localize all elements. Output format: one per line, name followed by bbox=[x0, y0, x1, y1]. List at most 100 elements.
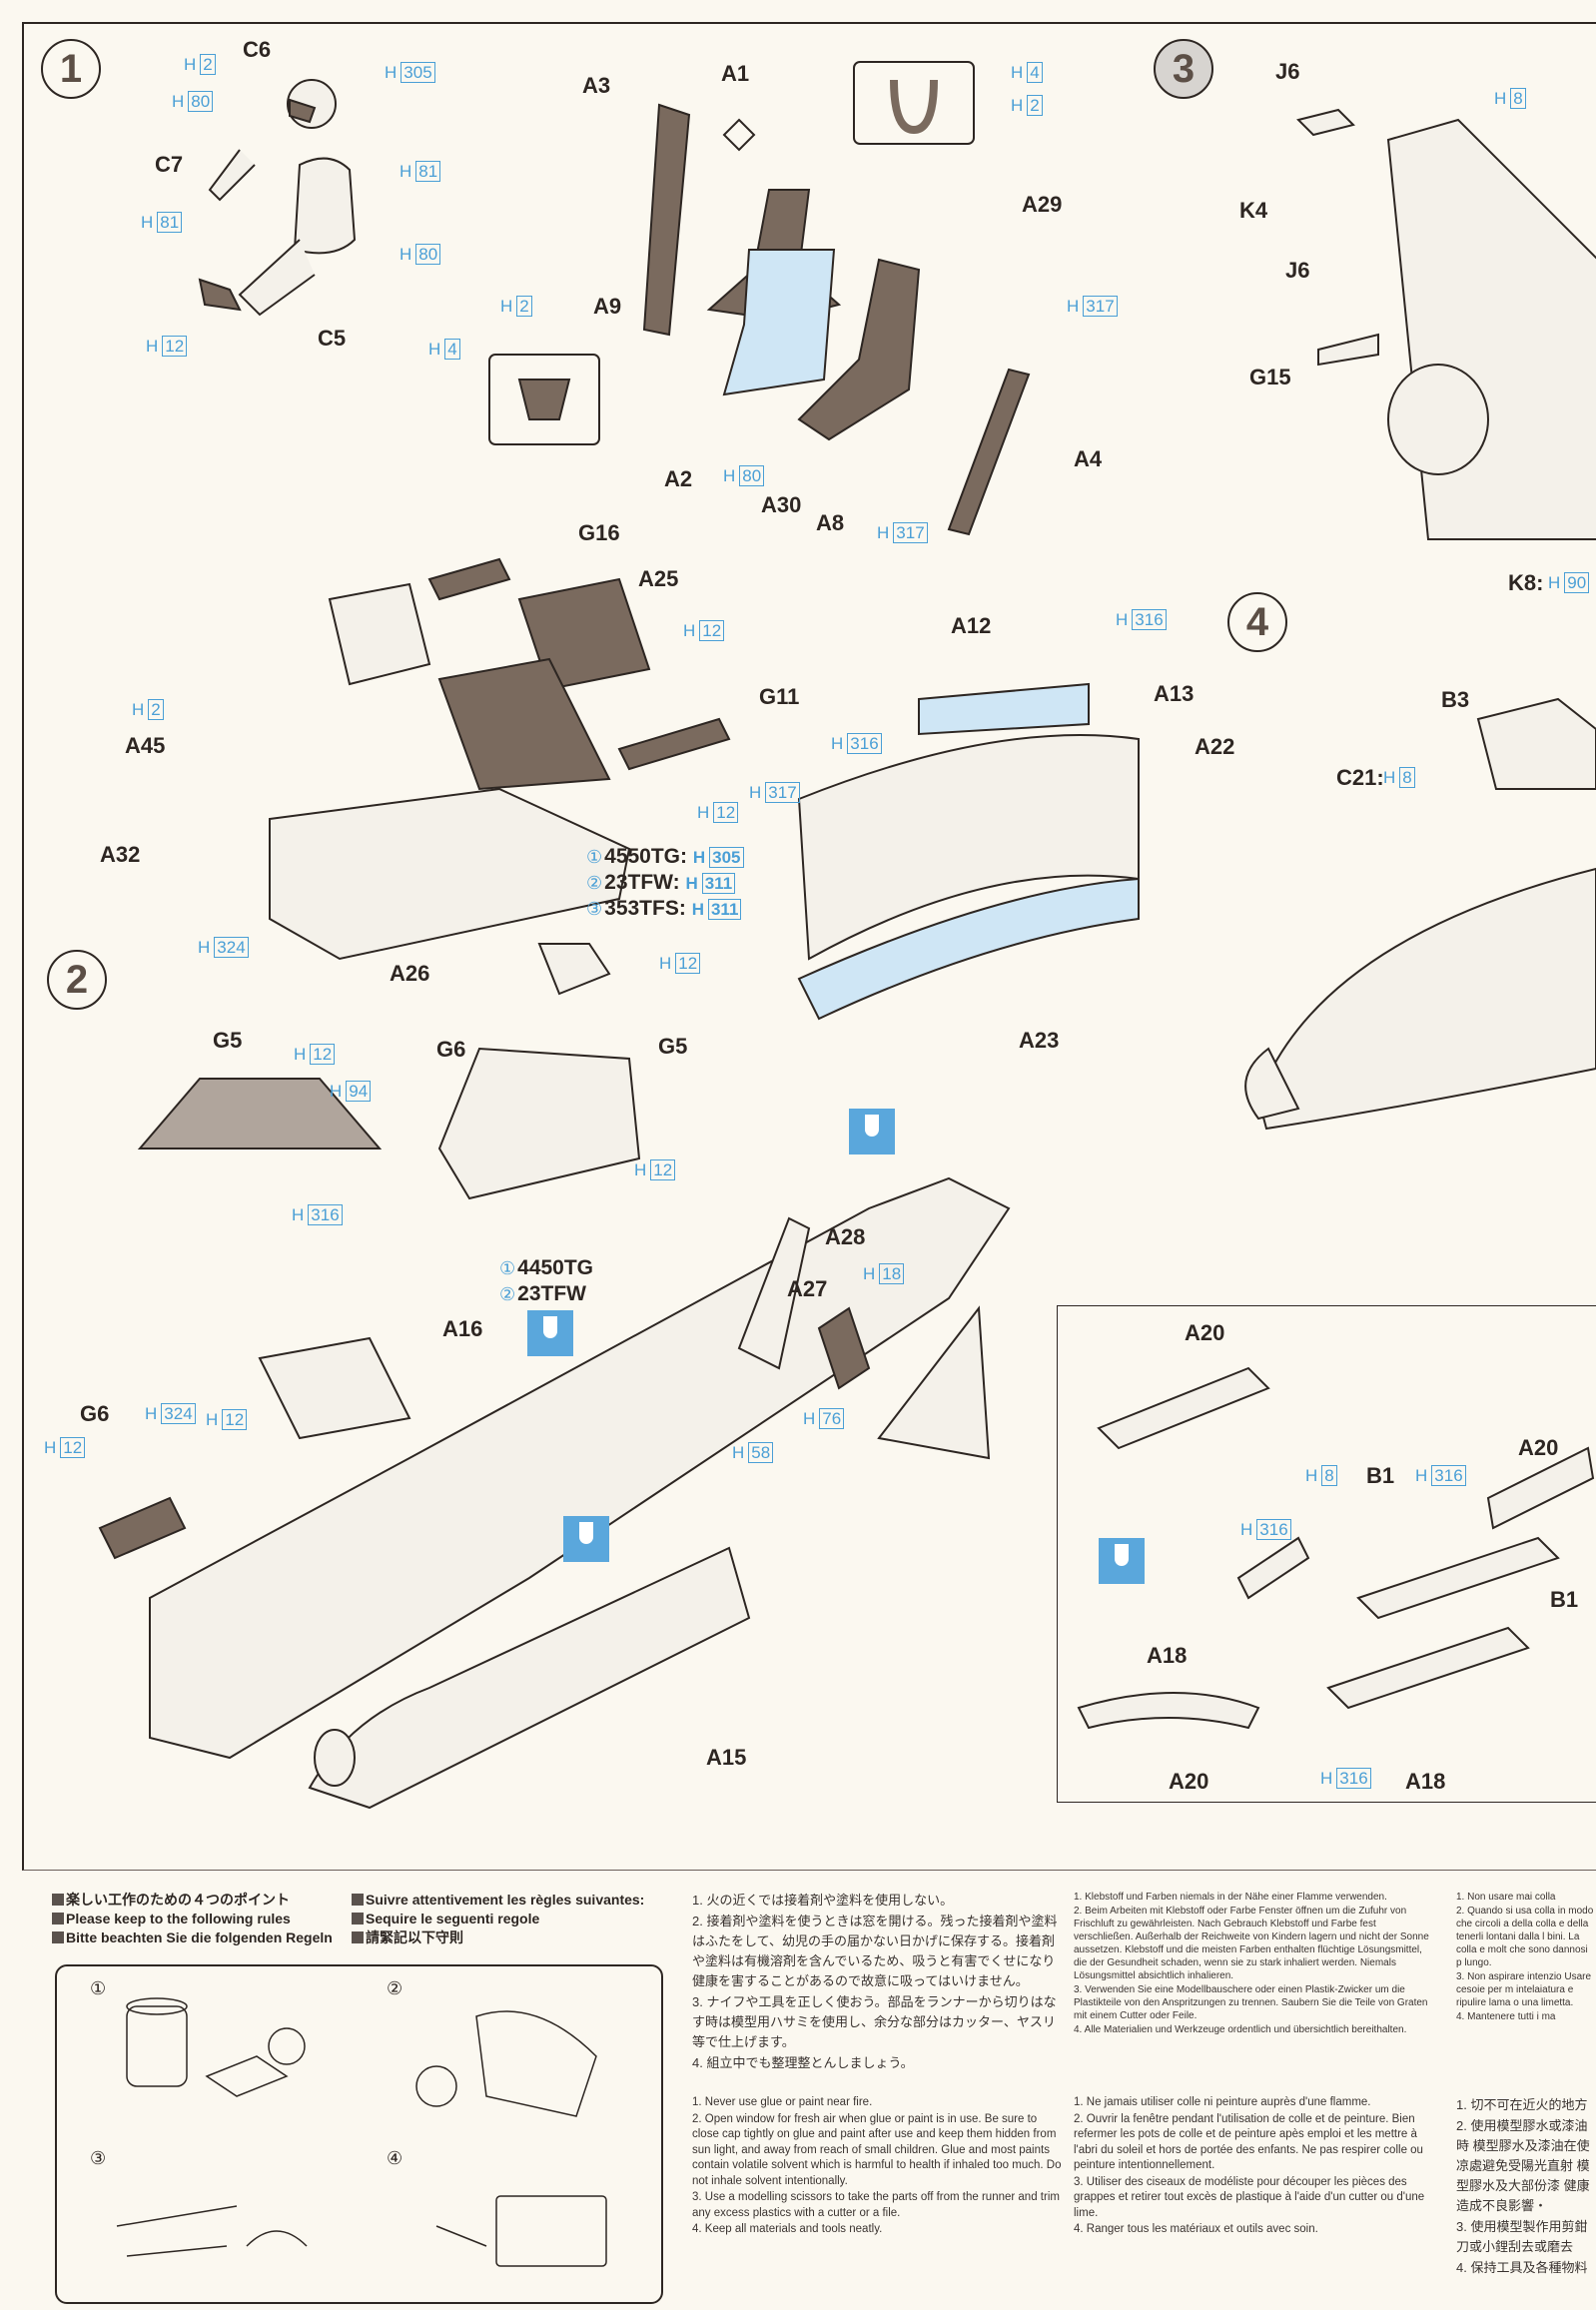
rule-item: 1. Never use glue or paint near fire. bbox=[692, 2096, 873, 2108]
main-fuselage bbox=[98, 1176, 1011, 1810]
part-label: A12 bbox=[951, 613, 992, 638]
heading-chinese: 請緊記以下守則 bbox=[352, 1929, 463, 1945]
part-label: A18 bbox=[1147, 1643, 1188, 1668]
rules-italian: 1. Non usare mai colla 2. Quando si usa … bbox=[1456, 1891, 1596, 2024]
rule-item: 2. Open window for fresh air when glue o… bbox=[692, 2112, 1062, 2187]
rule-item: 1. Klebstoff und Farben niemals in der N… bbox=[1074, 1892, 1387, 1903]
paint-brush-icon bbox=[527, 1310, 573, 1356]
heading-japanese: 楽しい工作のための４つのポイント bbox=[52, 1892, 290, 1908]
heading-italian: Sequire le seguenti regole bbox=[352, 1911, 539, 1926]
part-label: B3 bbox=[1441, 687, 1470, 712]
illustration-number: ③ bbox=[90, 2148, 107, 2168]
part-label: G5 bbox=[213, 1028, 243, 1053]
part-label: G16 bbox=[578, 520, 620, 545]
part-label: K8: bbox=[1508, 570, 1544, 595]
step-3-number: 3 bbox=[1154, 39, 1213, 99]
part-label: A30 bbox=[761, 492, 802, 517]
rule-item: 4. 組立中でも整理整とんしましょう。 bbox=[692, 2055, 914, 2070]
landing-gear-parts bbox=[1077, 1366, 1595, 1730]
rule-item: 3. 使用模型製作用剪鉗 刀或小鋰刮去或磨去 bbox=[1456, 2219, 1588, 2254]
canopy-parts bbox=[797, 682, 1140, 1021]
part-label: A15 bbox=[706, 1745, 747, 1770]
illustration-number: ② bbox=[387, 1978, 403, 1998]
part-label: G6 bbox=[436, 1037, 466, 1062]
part-label: A32 bbox=[100, 842, 141, 867]
landing-gear-detail-box bbox=[1057, 1305, 1596, 1803]
paint-brush-icon bbox=[563, 1516, 609, 1562]
part-label: A13 bbox=[1154, 681, 1195, 706]
rule-item: 1. 切不可在近火的地方 bbox=[1456, 2097, 1588, 2112]
rule-item: 1. Non usare mai colla bbox=[1456, 1892, 1556, 1903]
part-label: A28 bbox=[825, 1224, 866, 1249]
rule-item: 3. Verwenden Sie eine Modellbauschere od… bbox=[1074, 1984, 1428, 2021]
rule-item: 3. Utiliser des ciseaux de modéliste pou… bbox=[1074, 2175, 1425, 2219]
part-label: C7 bbox=[155, 152, 184, 177]
part-label: C5 bbox=[318, 326, 347, 351]
paint-stripes-icon bbox=[1099, 1538, 1145, 1584]
rule-item: 2. Ouvrir la fenêtre pendant l'utilisati… bbox=[1074, 2112, 1423, 2172]
rules-french: 1. Ne jamais utiliser colle ni peinture … bbox=[1074, 2095, 1428, 2239]
heading-french: Suivre attentivement les règles suivante… bbox=[352, 1892, 644, 1908]
assembly-drawings bbox=[98, 61, 1596, 1810]
part-label: A26 bbox=[390, 961, 430, 986]
part-label: A23 bbox=[1019, 1028, 1060, 1053]
part-label: A8 bbox=[816, 510, 845, 535]
rule-item: 4. Ranger tous les matériaux et outils a… bbox=[1074, 2223, 1318, 2235]
rule-item: 2. Quando si usa colla in modo che circo… bbox=[1456, 1906, 1594, 1968]
rules-headings-left: 楽しい工作のための４つのポイント Please keep to the foll… bbox=[52, 1891, 333, 1947]
rule-item: 1. 火の近くでは接着剤や塗料を使用しない。 bbox=[692, 1893, 954, 1908]
tail-assembly bbox=[1296, 108, 1596, 540]
part-label: A20 bbox=[1185, 1320, 1225, 1345]
rules-german: 1. Klebstoff und Farben niemals in der N… bbox=[1074, 1891, 1433, 2037]
step-4-number: 4 bbox=[1227, 592, 1287, 652]
part-label: A22 bbox=[1195, 734, 1235, 759]
part-label: B1 bbox=[1550, 1587, 1579, 1612]
rule-item: 4. 保持工具及各種物料 bbox=[1456, 2260, 1588, 2275]
rule-item: 2. 使用模型膠水或漆油時 模型膠水及漆油在使 凉處避免受陽光直射 模型膠水及大… bbox=[1456, 2118, 1590, 2213]
part-label: G15 bbox=[1249, 365, 1291, 389]
part-label: G5 bbox=[658, 1034, 688, 1059]
rules-japanese: 1. 火の近くでは接着剤や塗料を使用しない。 2. 接着剤や塗料を使うときは窓を… bbox=[692, 1891, 1062, 2074]
rule-item: 3. Non aspirare intenzio Usare cesoie pe… bbox=[1456, 1971, 1592, 2008]
pilot-figure bbox=[198, 79, 357, 317]
part-label: A9 bbox=[593, 294, 622, 319]
forward-fuselage bbox=[1244, 697, 1596, 1131]
rule-item: 1. Ne jamais utiliser colle ni peinture … bbox=[1074, 2096, 1371, 2108]
part-label: J6 bbox=[1285, 258, 1310, 283]
rule-item: 3. Use a modelling scissors to take the … bbox=[692, 2191, 1060, 2219]
paint-brush-icon bbox=[849, 1109, 895, 1155]
heading-german: Bitte beachten Sie die folgenden Regeln bbox=[52, 1929, 333, 1945]
part-label: A29 bbox=[1022, 192, 1063, 217]
heading-english: Please keep to the following rules bbox=[52, 1911, 291, 1926]
variant-option: ②23TFW bbox=[499, 1282, 586, 1305]
rule-item: 4. Keep all materials and tools neatly. bbox=[692, 2223, 883, 2235]
part-label: A27 bbox=[787, 1276, 828, 1301]
part-label: A3 bbox=[582, 73, 611, 98]
safety-sketches bbox=[116, 1997, 607, 2267]
